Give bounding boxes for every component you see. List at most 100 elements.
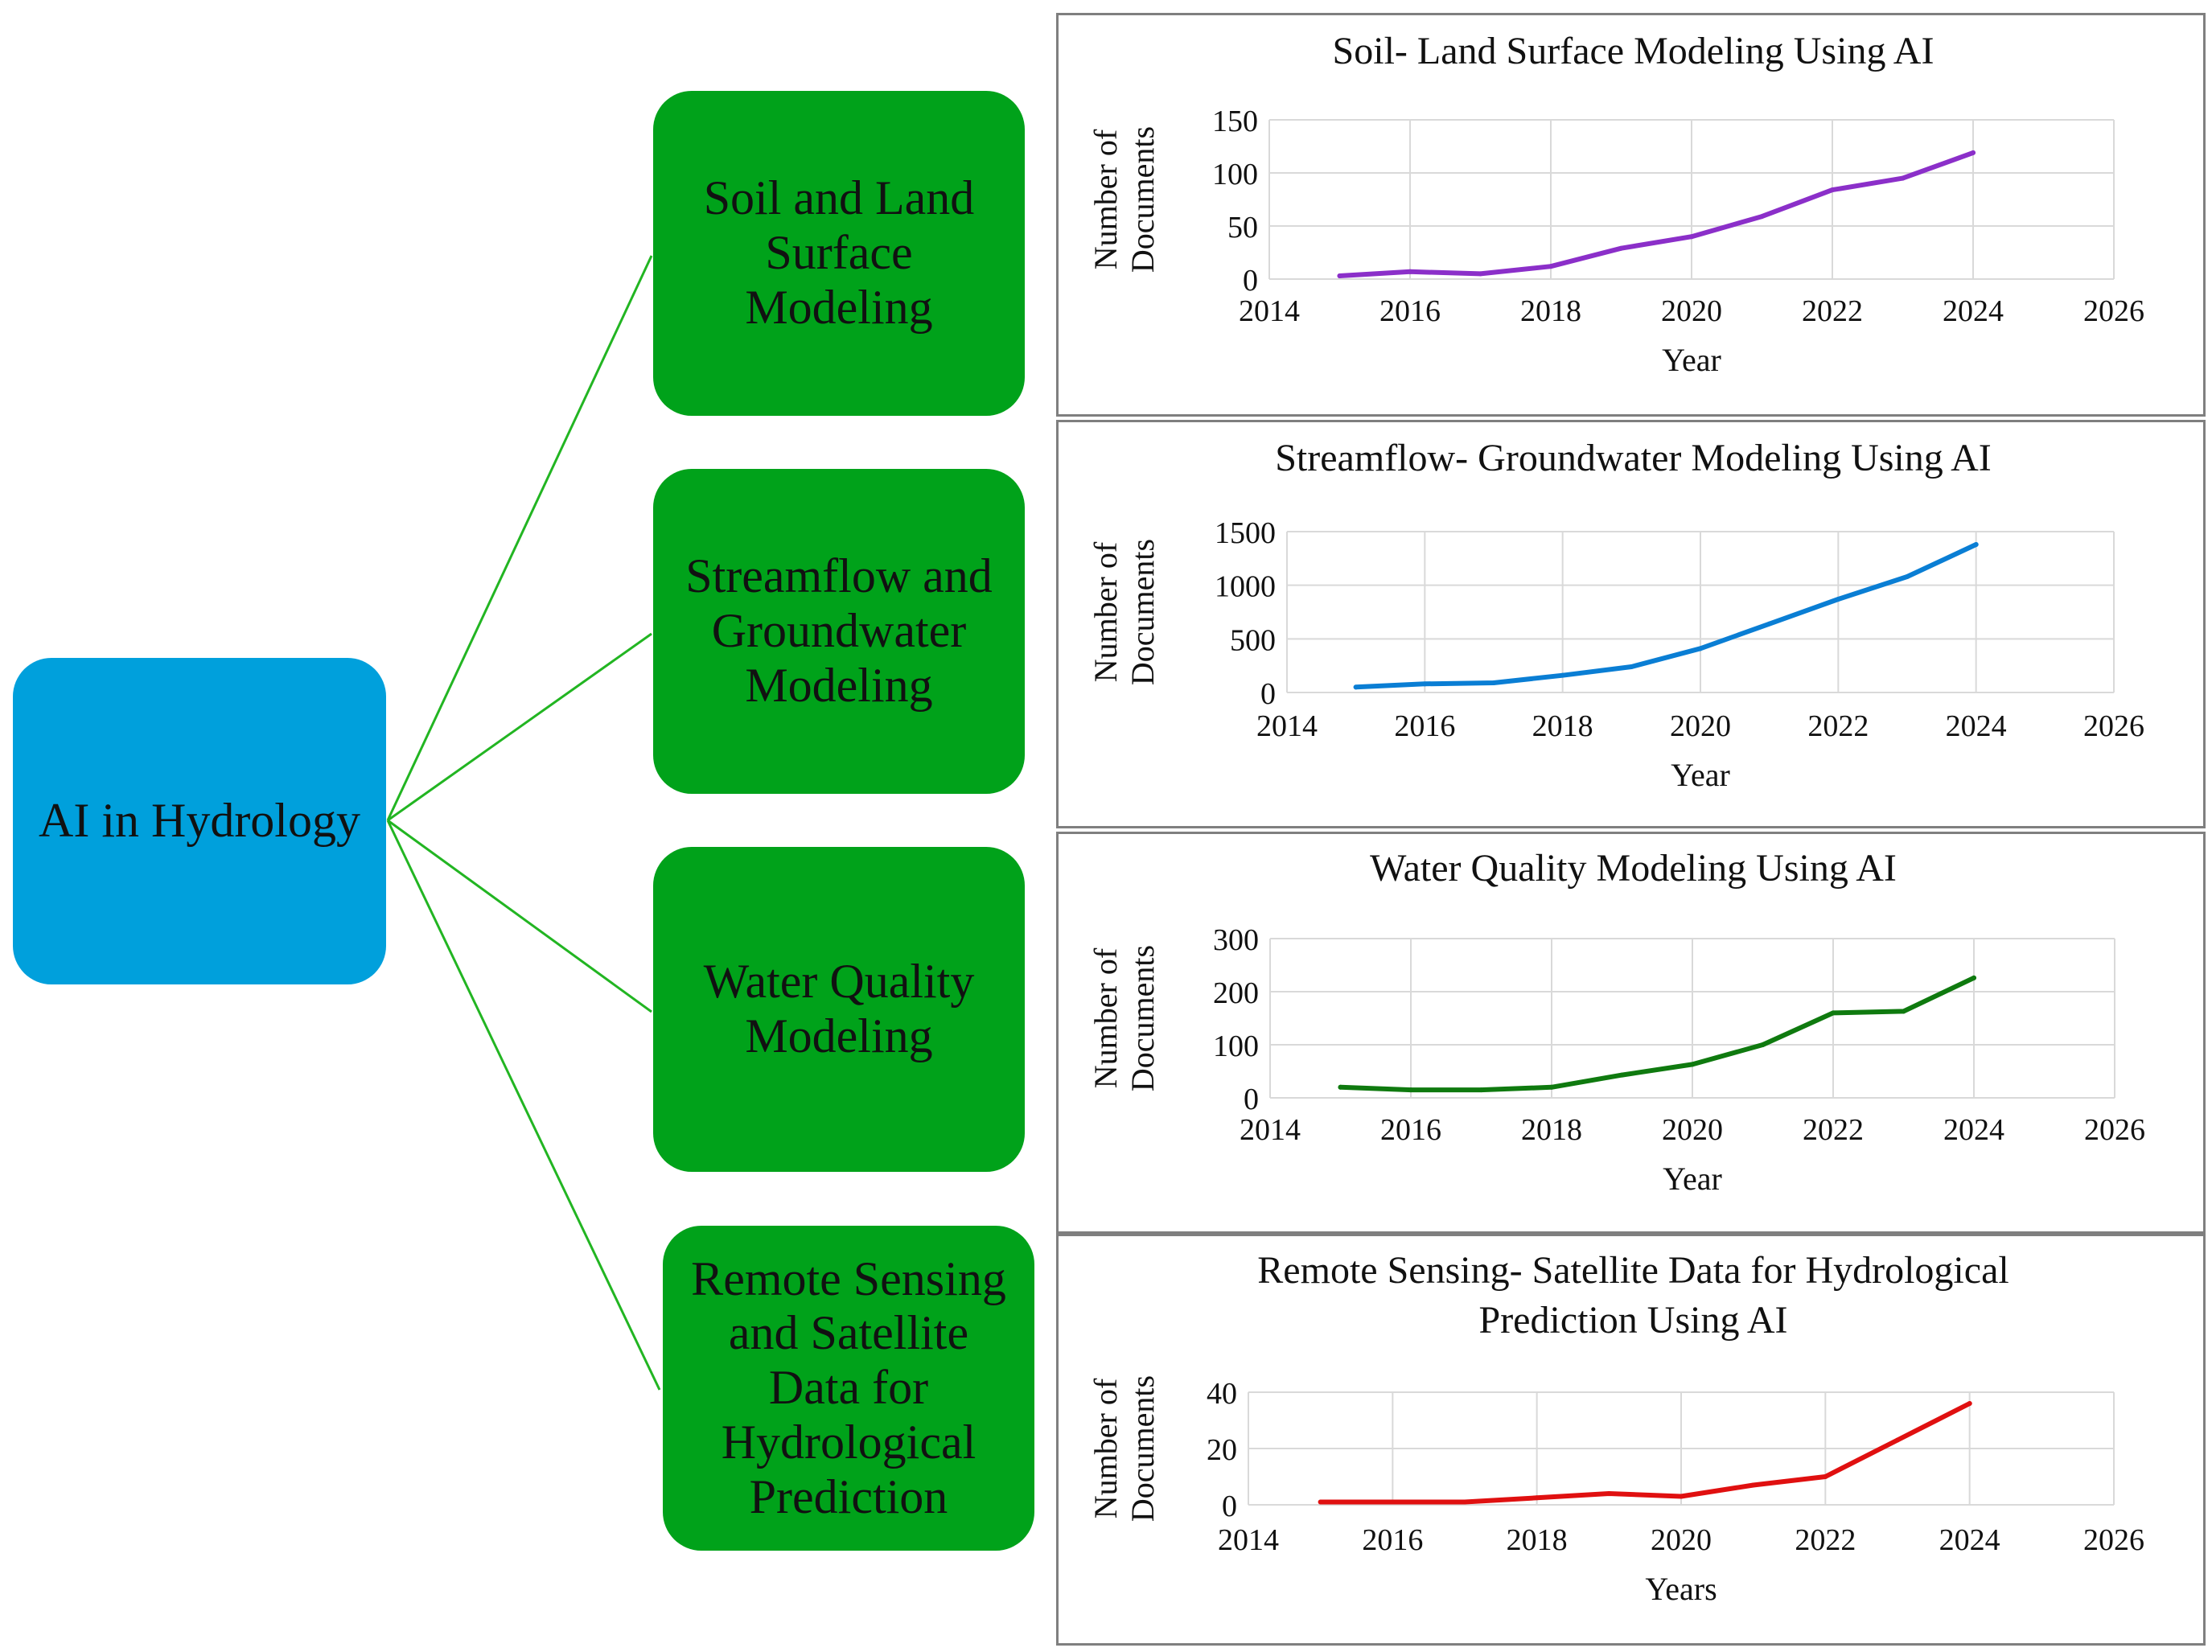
y-tick-label: 0 [1244, 1083, 1259, 1116]
series-line [1318, 1401, 1972, 1505]
connector-line [387, 819, 652, 1013]
chart-title: Streamflow- Groundwater Modeling Using A… [1275, 437, 1992, 479]
data-point [1901, 1009, 1906, 1014]
x-tick-label: 2016 [1379, 294, 1441, 328]
x-tick-label: 2026 [2083, 1523, 2144, 1557]
x-tick-label: 2020 [1661, 294, 1722, 328]
x-tick-label: 2020 [1662, 1113, 1723, 1147]
data-point [1831, 1010, 1836, 1016]
data-point [1900, 175, 1906, 181]
category-label: Water Quality Modeling [703, 955, 975, 1062]
y-tick-label: 200 [1213, 976, 1259, 1010]
data-point [1690, 1062, 1695, 1067]
data-point [1971, 150, 1976, 155]
series-line [1353, 542, 1979, 690]
x-tick-label: 2018 [1532, 709, 1593, 743]
series-line [1338, 975, 1976, 1093]
data-point [1971, 975, 1976, 980]
category-label: Streamflow and Groundwater Modeling [685, 549, 993, 712]
y-tick-label: 1500 [1215, 516, 1276, 550]
data-point [1549, 1084, 1554, 1090]
y-tick-label: 20 [1207, 1433, 1237, 1467]
x-tick-label: 2024 [1943, 1113, 2004, 1147]
x-tick-label: 2022 [1795, 1523, 1856, 1557]
x-tick-label: 2020 [1670, 709, 1731, 743]
x-tick-label: 2022 [1803, 1113, 1864, 1147]
y-tick-label: 50 [1227, 211, 1258, 245]
x-tick-label: 2024 [1946, 709, 2007, 743]
y-tick-label: 1000 [1215, 570, 1276, 604]
y-axis-label: Documents [1125, 126, 1161, 273]
root-node-ai-in-hydrology: AI in Hydrology [13, 658, 386, 984]
x-tick-label: 2016 [1362, 1523, 1423, 1557]
data-point [1422, 681, 1428, 687]
data-point [1606, 1491, 1612, 1496]
x-axis-label: Year [1662, 342, 1721, 378]
data-point [1689, 234, 1694, 240]
data-point [1759, 214, 1765, 220]
data-point [1679, 1494, 1684, 1499]
y-axis-label: Documents [1125, 945, 1161, 1091]
data-point [1618, 245, 1624, 251]
chart-title: Soil- Land Surface Modeling Using AI [1333, 30, 1934, 72]
data-point [1408, 269, 1412, 274]
data-point [1629, 664, 1634, 669]
data-point [1967, 1401, 1972, 1406]
data-point [1973, 542, 1979, 547]
category-label: Soil and Land Surface Modeling [703, 171, 975, 334]
data-point [1698, 646, 1703, 651]
y-axis-label: Number of [1087, 1378, 1124, 1518]
x-tick-label: 2026 [2083, 709, 2144, 743]
x-tick-label: 2024 [1939, 1523, 2000, 1557]
x-tick-label: 2022 [1807, 709, 1869, 743]
y-tick-label: 0 [1222, 1490, 1237, 1523]
chart-panel-remote-sensing: Remote Sensing- Satellite Data for Hydro… [1056, 1234, 2206, 1646]
data-point [1836, 597, 1841, 602]
y-axis-label: Number of [1087, 129, 1124, 269]
y-tick-label: 100 [1212, 158, 1258, 191]
chart-title: Water Quality Modeling Using AI [1370, 847, 1897, 890]
y-axis-label: Number of [1087, 947, 1124, 1088]
x-tick-label: 2018 [1521, 1113, 1582, 1147]
data-point [1560, 672, 1565, 678]
category-label: Remote Sensing and Satellite Data for Hy… [691, 1251, 1006, 1523]
x-axis-label: Year [1671, 757, 1730, 793]
root-node-label: AI in Hydrology [39, 794, 360, 848]
x-tick-label: 2018 [1520, 294, 1581, 328]
data-point [1619, 1072, 1625, 1078]
data-point [1390, 1499, 1396, 1505]
series-line [1337, 150, 1976, 278]
x-tick-label: 2026 [2083, 294, 2144, 328]
data-point [1548, 264, 1553, 269]
y-axis-label: Number of [1087, 541, 1124, 682]
category-node-soil-land-surface: Soil and Land Surface Modeling [653, 91, 1025, 416]
x-tick-label: 2016 [1394, 709, 1455, 743]
x-tick-label: 2026 [2084, 1113, 2145, 1147]
chart-svg: Soil- Land Surface Modeling Using AI0501… [1087, 30, 2144, 378]
chart-panel-streamflow-groundwater: Streamflow- Groundwater Modeling Using A… [1056, 420, 2206, 828]
y-tick-label: 40 [1207, 1377, 1237, 1411]
data-point [1823, 1474, 1828, 1479]
x-tick-label: 2014 [1218, 1523, 1279, 1557]
connector-line [387, 632, 652, 822]
x-axis-label: Years [1645, 1571, 1717, 1607]
data-point [1478, 1087, 1484, 1093]
y-tick-label: 100 [1213, 1029, 1259, 1063]
category-node-water-quality: Water Quality Modeling [653, 847, 1025, 1172]
x-tick-label: 2014 [1240, 1113, 1301, 1147]
chart-svg: Streamflow- Groundwater Modeling Using A… [1087, 437, 2144, 793]
connector-line [386, 820, 661, 1391]
data-point [1830, 187, 1835, 193]
data-point [1766, 621, 1772, 627]
y-axis-label: Documents [1125, 539, 1161, 685]
data-point [1462, 1499, 1467, 1505]
data-point [1338, 1084, 1343, 1090]
data-point [1905, 574, 1910, 579]
data-point [1353, 684, 1359, 690]
chart-title: Prediction Using AI [1479, 1299, 1788, 1342]
x-tick-label: 2018 [1507, 1523, 1568, 1557]
y-tick-label: 500 [1230, 623, 1276, 657]
x-tick-label: 2022 [1802, 294, 1863, 328]
